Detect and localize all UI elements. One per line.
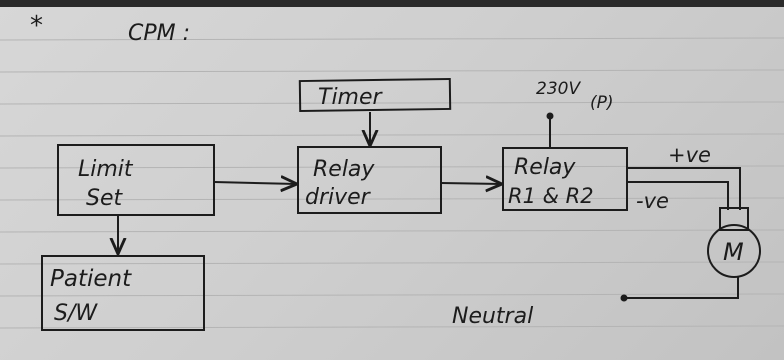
positive-label: +ve bbox=[668, 143, 711, 167]
heading-title: CPM : bbox=[128, 21, 190, 46]
patient-line2: S/W bbox=[54, 301, 98, 326]
ruled-lines bbox=[0, 37, 784, 329]
neutral-wire bbox=[626, 277, 739, 299]
page-top-border bbox=[0, 0, 784, 7]
timer-block: Timer bbox=[298, 77, 452, 113]
limit-set-block: Limit Set bbox=[57, 144, 215, 216]
limit-set-line2: Set bbox=[86, 186, 124, 211]
motor-label: M bbox=[723, 238, 744, 266]
driver-to-relay-arrow bbox=[440, 183, 502, 184]
neutral-terminal-dot bbox=[620, 294, 628, 302]
negative-wire bbox=[627, 181, 729, 210]
neutral-label: Neutral bbox=[452, 304, 533, 329]
patient-line1: Patient bbox=[50, 266, 132, 292]
patient-switch-block: Patient S/W bbox=[41, 255, 205, 331]
negative-label: -ve bbox=[636, 189, 669, 213]
relay-driver-block: Relay driver bbox=[297, 146, 442, 214]
limit-to-driver-arrow bbox=[213, 182, 297, 184]
timer-label: Timer bbox=[318, 85, 384, 110]
supply-voltage-label: 230V bbox=[536, 79, 581, 99]
relay-r1-r2-block: Relay R1 & R2 bbox=[502, 147, 628, 211]
relay-line2: R1 & R2 bbox=[508, 184, 594, 208]
supply-terminal-dot bbox=[546, 112, 554, 120]
motor-symbol: M bbox=[707, 207, 761, 278]
positive-wire bbox=[627, 167, 741, 210]
heading-star: * bbox=[30, 11, 43, 41]
relay-driver-line1: Relay bbox=[313, 157, 375, 182]
relay-line1: Relay bbox=[514, 155, 576, 180]
limit-set-line1: Limit bbox=[78, 157, 134, 182]
supply-phase-label: (P) bbox=[590, 93, 614, 113]
relay-driver-line2: driver bbox=[305, 185, 372, 210]
